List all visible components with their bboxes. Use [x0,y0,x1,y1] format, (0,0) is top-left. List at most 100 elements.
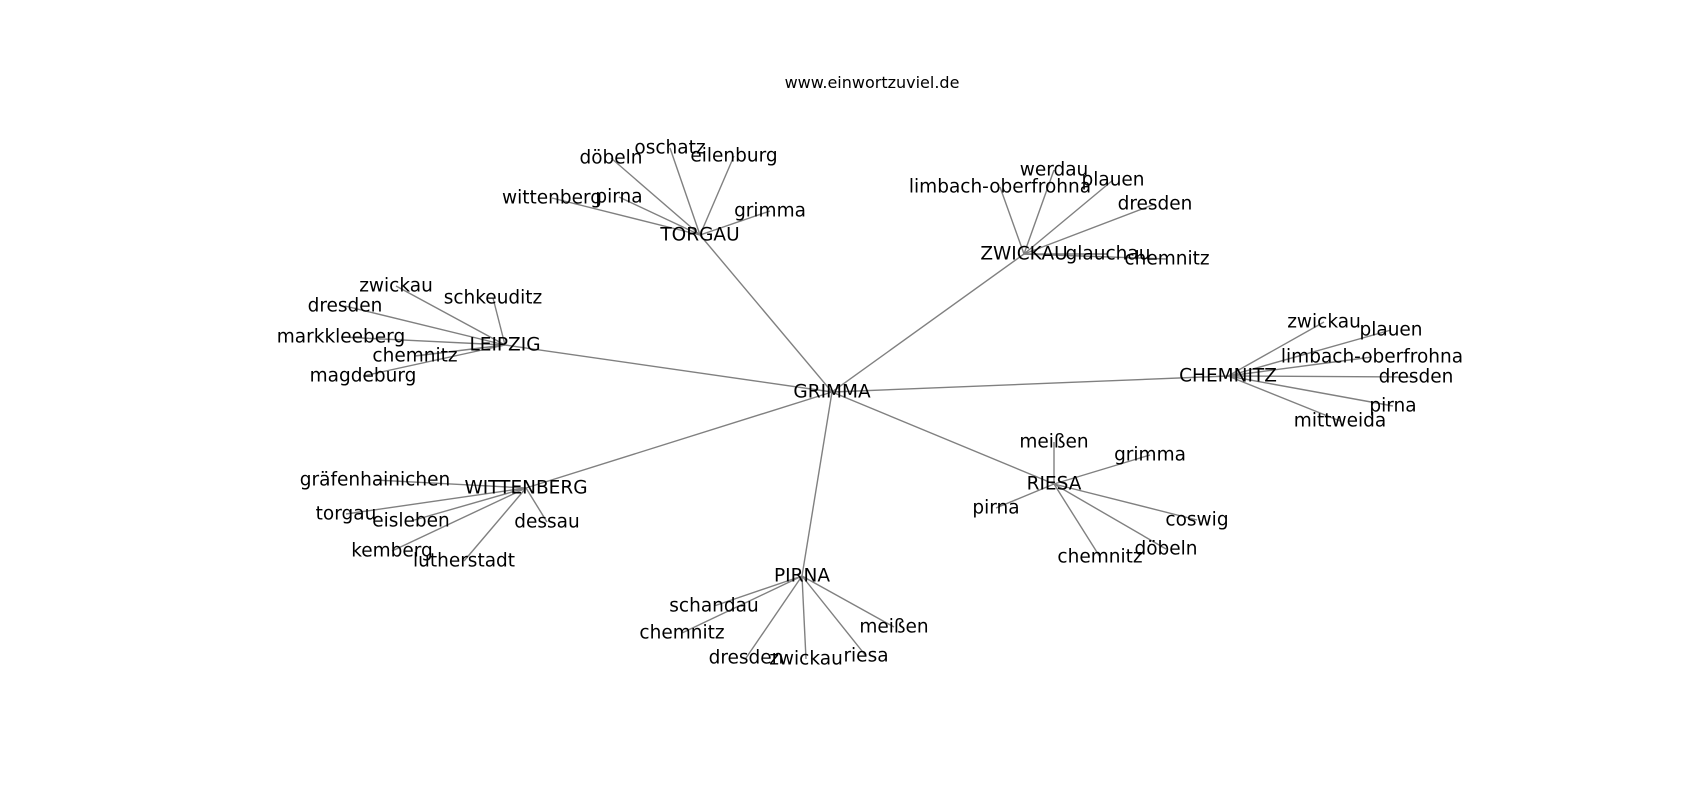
edge-hub-to-leaf [1227,321,1325,377]
edge-hub-to-leaf [1227,356,1373,377]
edge-hub-to-leaf [699,155,735,236]
edge-hub-to-leaf [463,487,527,562]
node-leaf: pirna [972,498,1019,519]
node-leaf: meißen [859,617,928,638]
node-hub: LEIPZIG [469,335,540,356]
edge-hub-to-leaf [525,487,548,523]
edge-hub-to-leaf [362,344,506,377]
node-leaf: grimma [1114,445,1186,466]
node-leaf: plauen [1359,320,1422,341]
edge-center-to-hub [699,234,833,393]
edge-hub-to-leaf [1053,454,1151,485]
node-leaf: werdau [1020,160,1089,181]
node-leaf: plauen [1081,170,1144,191]
edge-hub-to-leaf [344,305,506,346]
node-leaf: dresden [308,296,383,317]
edge-hub-to-leaf [1023,253,1168,260]
edge-hub-to-leaf [801,575,867,657]
edge-hub-to-leaf [1053,483,1101,558]
edge-hub-to-leaf [1023,179,1114,255]
edge-hub-to-leaf [1227,375,1394,407]
node-leaf: gräfenhainichen [300,470,450,491]
node-leaf: limbach-oberfrohna [1281,347,1463,368]
edge-hub-to-leaf [681,575,803,634]
node-leaf: coswig [1165,510,1228,531]
node-leaf: döbeln [1134,539,1197,560]
node-leaf: glauchau [1066,244,1151,265]
node-leaf: eisleben [372,511,450,532]
node-leaf: dresden [1379,367,1454,388]
edge-hub-to-leaf [999,186,1025,255]
edge-hub-to-leaf [801,575,895,628]
edge-hub-to-leaf [745,575,803,659]
edge-hub-to-leaf [618,196,701,236]
node-leaf: mittweida [1294,411,1386,432]
edge-center-to-hub [831,391,1055,485]
node-hub: WITTENBERG [464,478,587,499]
node-leaf: magdeburg [310,366,417,387]
edge-hub-to-leaf [1227,329,1392,377]
label-layer: GRIMMATORGAUdöbelnoschatzeilenburgwitten… [277,138,1463,670]
node-leaf: chemnitz [1057,547,1142,568]
node-leaf: limbach-oberfrohna [909,177,1091,198]
node-leaf: markkleeberg [277,327,405,348]
edge-hub-to-leaf [699,210,771,236]
node-leaf: meißen [1019,432,1088,453]
node-leaf: wittenberg [502,188,602,209]
edge-center-to-hub [525,391,833,489]
node-leaf: schandau [669,596,758,617]
edge-hub-to-leaf [713,575,803,607]
node-leaf: dresden [709,648,784,669]
node-leaf: chemnitz [372,346,457,367]
node-leaf: chemnitz [1124,249,1209,270]
edge-hub-to-leaf [551,197,701,236]
node-leaf: grimma [734,201,806,222]
edge-hub-to-leaf [374,479,527,489]
node-leaf: dresden [1118,194,1193,215]
edge-hub-to-leaf [1023,169,1055,255]
edge-hub-to-leaf [345,487,527,515]
edge-hub-to-leaf [340,336,506,346]
node-leaf: lutherstadt [413,551,515,572]
edge-hub-to-leaf [391,487,527,552]
node-leaf: oschatz [634,138,705,159]
node-hub: PIRNA [774,566,830,587]
node-hub: ZWICKAU [980,244,1067,265]
edge-hub-to-leaf [669,147,701,236]
edge-hub-to-leaf [1227,375,1341,422]
node-center: GRIMMA [793,382,871,403]
node-leaf: riesa [843,646,888,667]
edge-center-to-hub [504,344,833,393]
node-leaf: döbeln [579,148,642,169]
node-leaf: kemberg [351,541,433,562]
edge-layer [340,147,1417,660]
edge-center-to-hub [801,391,833,577]
edge-hub-to-leaf [410,487,527,522]
edge-hub-to-leaf [395,285,506,346]
node-leaf: chemnitz [639,623,724,644]
edge-hub-to-leaf [995,483,1055,509]
edge-hub-to-leaf [610,157,701,236]
node-leaf: pirna [1369,396,1416,417]
node-hub: TORGAU [659,225,739,246]
node-leaf: eilenburg [690,146,777,167]
graph-title: www.einwortzuviel.de [785,73,960,92]
edge-hub-to-leaf [801,575,807,660]
node-leaf: zwickau [1287,312,1361,333]
node-hub: RIESA [1027,474,1082,495]
edge-hub-to-leaf [492,297,506,346]
edge-hub-to-leaf [1053,483,1198,521]
node-leaf: zwickau [359,276,433,297]
node-leaf: pirna [595,187,642,208]
edge-center-to-hub [831,253,1025,393]
node-hub: CHEMNITZ [1179,366,1277,387]
node-leaf: zwickau [769,649,843,670]
edge-hub-to-leaf [1227,375,1417,378]
edge-hub-to-leaf [414,344,506,357]
edge-hub-to-leaf [1023,203,1156,255]
edge-hub-to-leaf [1053,483,1167,550]
node-leaf: torgau [316,504,377,525]
node-leaf: dessau [514,512,579,533]
edge-center-to-hub [831,375,1229,393]
